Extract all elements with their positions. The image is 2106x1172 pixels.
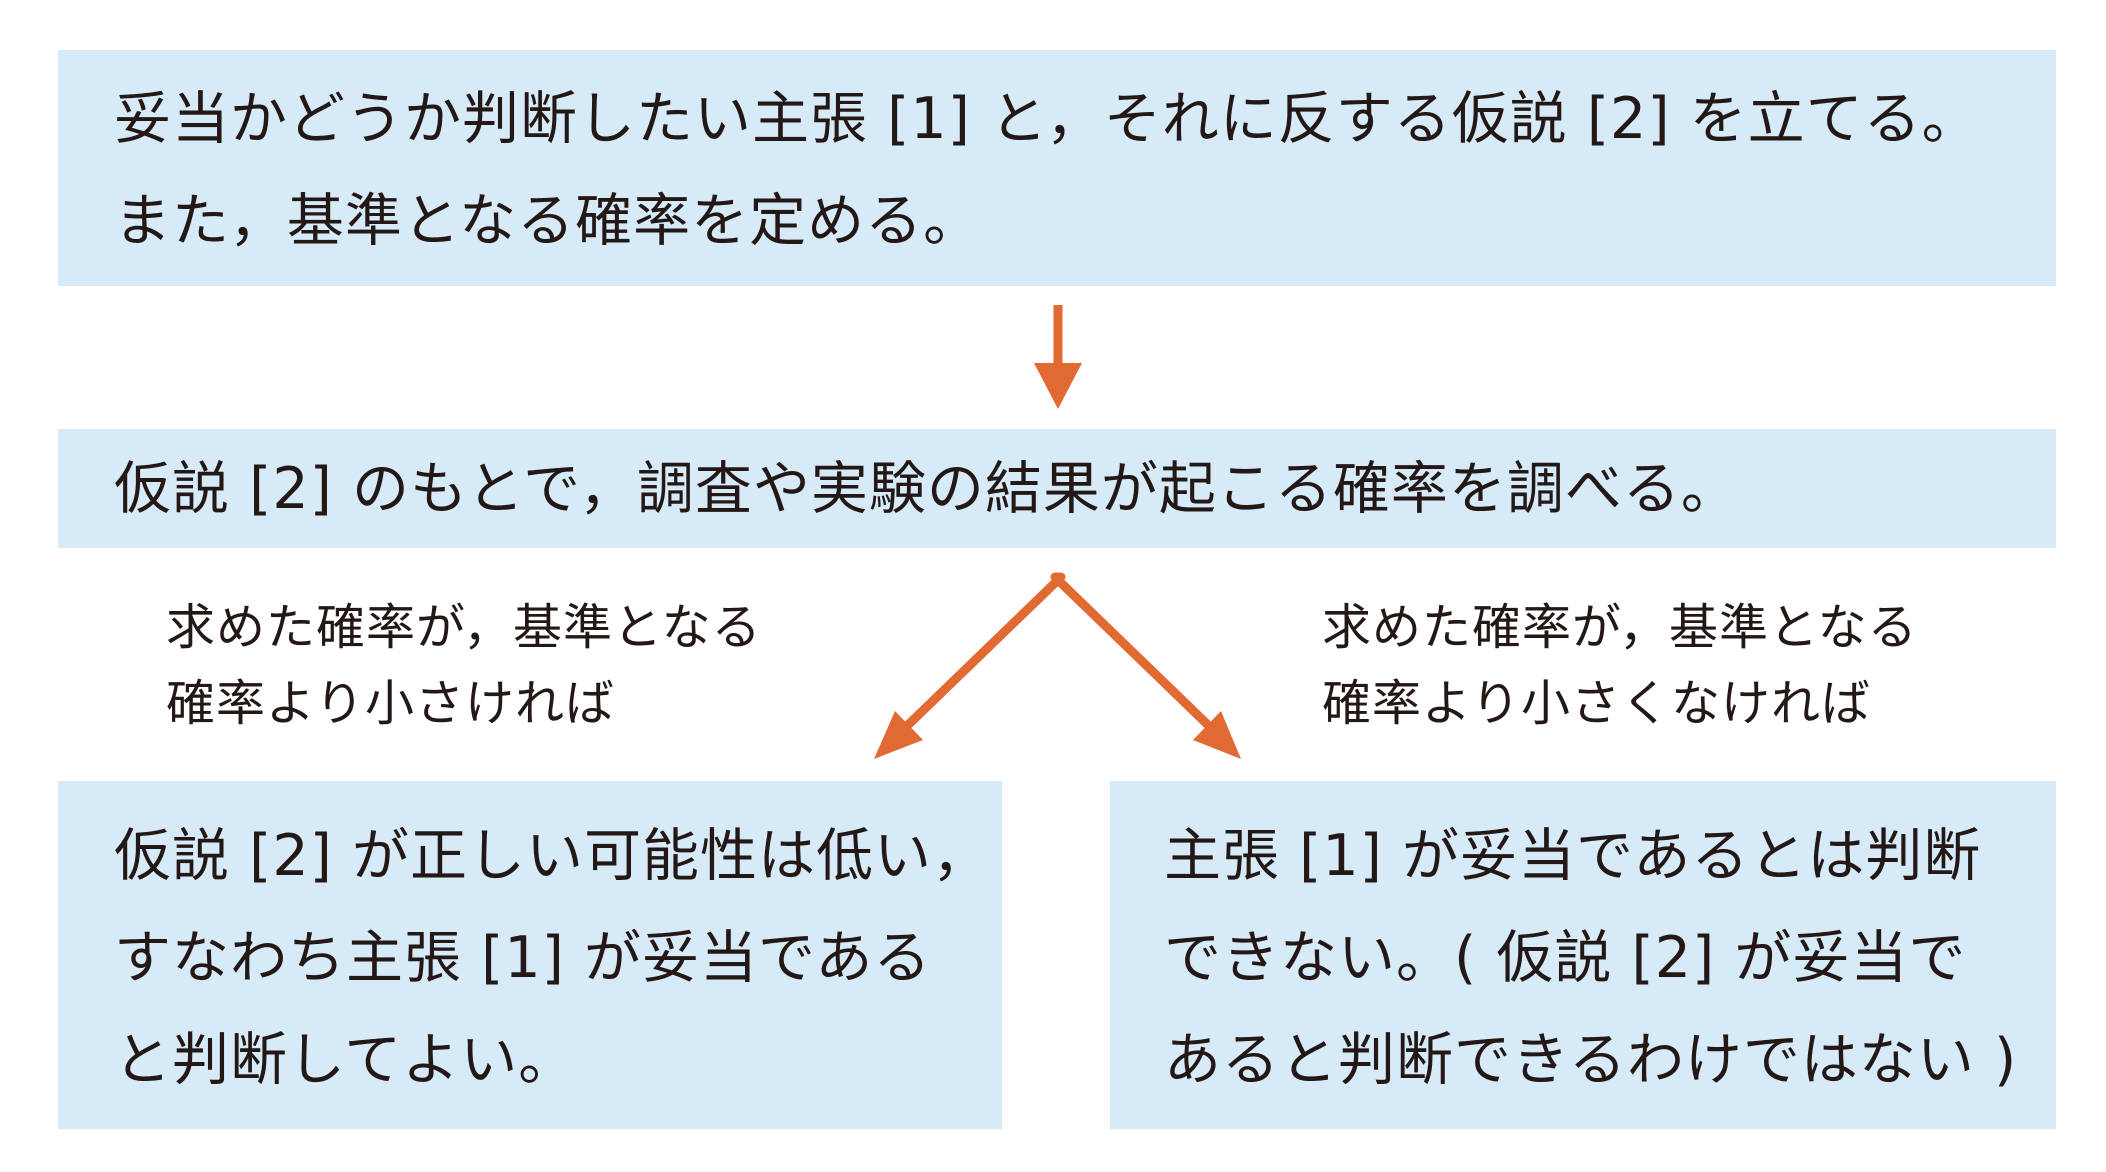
result-not-reject-box [1110,781,2056,1129]
result-not-reject-text: 主張 [1] が妥当であるとは判断 できない。( 仮説 [2] が妥当で あると… [1164,805,2017,1111]
arrow-down-icon [1034,305,1082,409]
step-1-text: 妥当かどうか判断したい主張 [1] と，それに反する仮説 [2] を立てる。 ま… [114,68,1980,272]
result-not-reject-line-2: できない。( 仮説 [2] が妥当で [1164,925,1967,991]
condition-right-line-1: 求めた確率が，基準となる [1322,599,1918,656]
step-1-line-2: また，基準となる確率を定める。 [114,188,982,254]
condition-right-text: 求めた確率が，基準となる 確率より小さくなければ [1322,590,1918,742]
step-2-box [58,429,2056,548]
arrow-down-right-icon [1054,576,1241,759]
result-reject-box [58,781,1002,1129]
result-not-reject-line-1: 主張 [1] が妥当であるとは判断 [1164,823,1982,889]
result-reject-line-2: すなわち主張 [1] が妥当である [114,925,932,991]
result-reject-text: 仮説 [2] が正しい可能性は低い， すなわち主張 [1] が妥当である と判断… [114,805,990,1111]
condition-left-line-2: 確率より小さければ [166,675,616,732]
step-2-line-1: 仮説 [2] のもとで，調査や実験の結果が起こる確率を調べる。 [114,456,1739,522]
condition-right-line-2: 確率より小さくなければ [1322,675,1872,732]
result-reject-line-3: と判断してよい。 [114,1027,577,1093]
step-1-line-1: 妥当かどうか判断したい主張 [1] と，それに反する仮説 [2] を立てる。 [114,86,1980,152]
step-2-text: 仮説 [2] のもとで，調査や実験の結果が起こる確率を調べる。 [114,438,1739,540]
condition-left-text: 求めた確率が，基準となる 確率より小さければ [166,590,762,742]
result-reject-line-1: 仮説 [2] が正しい可能性は低い， [114,823,990,889]
arrow-down-left-icon [874,576,1062,759]
result-not-reject-line-3: あると判断できるわけではない ) [1164,1027,2018,1093]
condition-left-line-1: 求めた確率が，基準となる [166,599,762,656]
step-1-box [58,50,2056,286]
